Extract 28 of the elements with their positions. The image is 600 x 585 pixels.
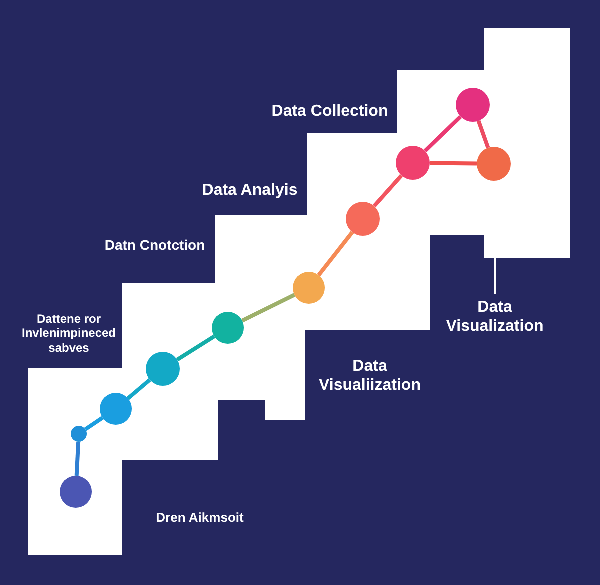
stage-label: Dren Aikmsoit <box>155 510 245 526</box>
stage-label: Data Visualiization <box>318 357 422 396</box>
connector-line <box>126 378 152 400</box>
step-dot <box>100 393 132 425</box>
step-dot <box>60 476 92 508</box>
connector-line <box>372 174 404 208</box>
step-dot <box>293 272 325 304</box>
connector-line <box>424 115 462 153</box>
stage-label: Datn Cnotction <box>104 237 206 254</box>
connector-line <box>74 442 81 476</box>
connector-line <box>176 334 216 362</box>
connector-line <box>430 161 478 166</box>
stage-label: Dattene ror Invlenimpineced sabves <box>20 312 118 356</box>
step-dot <box>212 312 244 344</box>
stage-label: Data Analyis <box>201 181 299 200</box>
stage-label: Data Collection <box>270 102 390 122</box>
step-label: Data Visualization <box>440 298 550 336</box>
connector-line <box>476 120 490 149</box>
leader-line <box>494 258 496 294</box>
step-dot <box>146 352 180 386</box>
step-dot <box>477 147 511 181</box>
connector-line <box>317 231 354 277</box>
step-dot <box>456 88 490 122</box>
connector-line <box>84 416 104 432</box>
step-dot <box>71 426 87 442</box>
step-dot <box>346 202 380 236</box>
step-dot <box>396 146 430 180</box>
connector-line <box>241 293 296 323</box>
